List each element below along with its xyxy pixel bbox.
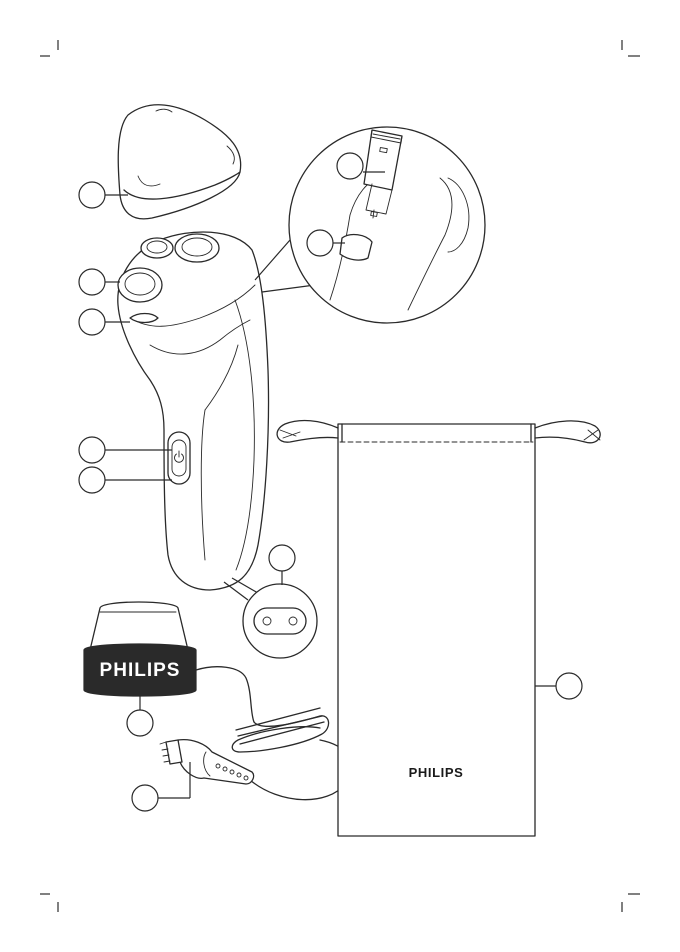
callout-pouch	[556, 673, 582, 699]
callout-small-plug	[132, 785, 158, 811]
callout-on-off-button	[79, 437, 105, 463]
callout-trimmer	[337, 153, 363, 179]
pouch-illustration: PHILIPS	[277, 421, 600, 836]
shaver-illustration	[118, 232, 269, 590]
adapter-brand-logo: PHILIPS	[100, 660, 181, 681]
protection-cap-illustration	[118, 105, 240, 219]
callout-release-button	[79, 309, 105, 335]
trimmer-detail	[255, 127, 485, 323]
callout-adapter	[127, 710, 153, 736]
callout-charging-light	[79, 467, 105, 493]
socket-detail	[224, 578, 317, 658]
callout-shaving-heads	[79, 269, 105, 295]
callout-socket	[269, 545, 295, 571]
callout-trimmer-slide	[307, 230, 333, 256]
small-plug-illustration	[160, 740, 254, 784]
callout-protection-cap	[79, 182, 105, 208]
pouch-brand-logo: PHILIPS	[409, 765, 464, 780]
